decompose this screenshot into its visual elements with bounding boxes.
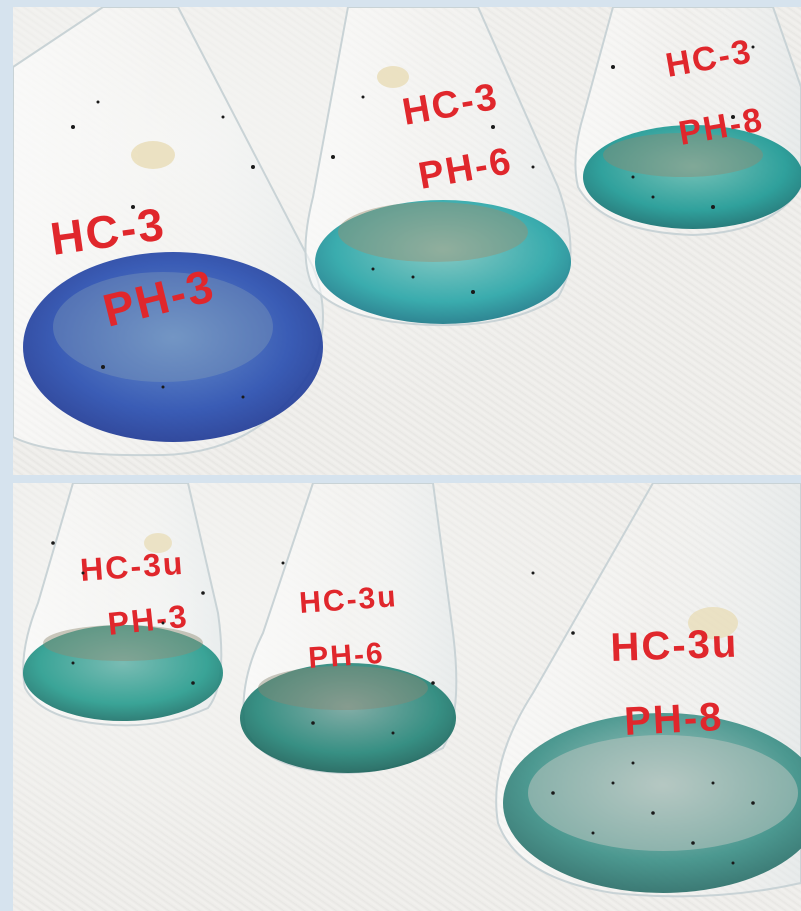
top-photo-panel: HC-3 PH-3 HC-3 PH-6 HC-3 PH-8 <box>13 7 801 475</box>
flask-hc3-ph3: HC-3 PH-3 <box>13 7 324 457</box>
flask-hc3-ph8: HC-3 PH-8 <box>574 7 801 237</box>
particle-specks <box>51 541 755 865</box>
flask-hc3u-ph3: HC-3u PH-3 <box>22 483 223 727</box>
flask-label-line2: PH-3 <box>106 598 190 642</box>
flask-label-line1: HC-3u <box>79 545 185 588</box>
flask-hc3u-ph6: HC-3u PH-6 <box>240 483 458 775</box>
flask-label-line1: HC-3u <box>610 622 739 670</box>
bottom-photo-panel: HC-3u PH-3 HC-3u PH-6 HC-3u PH-8 <box>13 483 801 911</box>
flask-label-line1: HC-3u <box>298 580 398 620</box>
bottom-photo-scene: HC-3u PH-3 HC-3u PH-6 HC-3u PH-8 <box>22 483 801 898</box>
top-photo-scene: HC-3 PH-3 HC-3 PH-6 HC-3 PH-8 <box>13 7 801 457</box>
flask-hc3-ph6: HC-3 PH-6 <box>304 7 572 327</box>
particle-specks <box>71 45 755 399</box>
flask-label-line2: PH-6 <box>307 637 385 675</box>
flask-hc3u-ph8: HC-3u PH-8 <box>495 483 801 898</box>
flask-label-line2: PH-8 <box>623 695 724 744</box>
